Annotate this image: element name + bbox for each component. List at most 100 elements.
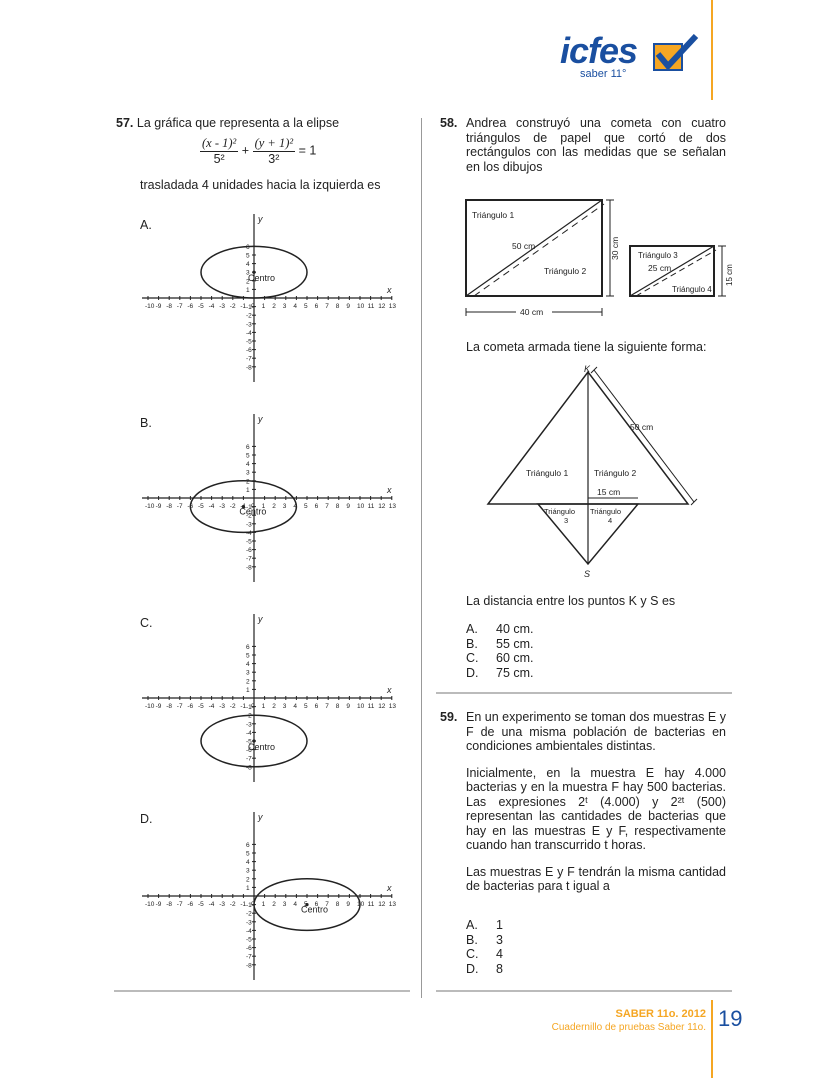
y-tick-label: -3 [246,521,252,528]
x-tick-label: 11 [368,901,375,908]
y-tick-label: 6 [246,444,250,451]
y-tick-label: 5 [246,851,250,858]
big-width-label: 40 cm [520,307,543,317]
fraction-left: (x - 1)² 5² [200,136,239,166]
y-axis-label: y [257,812,263,822]
q59-option-b[interactable]: B. 3 [466,933,503,948]
x-tick-label: 7 [325,703,329,710]
x-tick-label: 4 [293,703,297,710]
page-number: 19 [718,1006,743,1031]
q58-block: 58. Andrea construyó una cometa con cuat… [440,116,726,174]
q58-option-c[interactable]: C. 60 cm. [466,651,534,666]
q59-option-c[interactable]: C.4 [466,947,503,962]
x-tick-label: 12 [378,503,386,510]
x-tick-label: -5 [198,303,204,310]
q57-option-c-label[interactable]: C. [140,616,153,630]
center-label: Centro [248,273,275,283]
x-tick-label: 13 [389,503,397,510]
q58-option-b[interactable]: B.55 cm. [466,637,534,652]
ellipse [189,480,298,534]
logo-tagline: saber 11° [580,68,627,80]
y-tick-label: 5 [246,453,250,460]
bottom-rule-right [436,990,732,992]
option-letter: D. [466,665,479,680]
q58-option-d[interactable]: D.75 cm. [466,666,534,681]
x-tick-label: -9 [156,503,162,510]
fraction-left-den: 5² [213,151,225,166]
x-tick-label: -9 [156,703,162,710]
x-tick-label: -2 [230,703,236,710]
x-tick-label: -8 [166,503,172,510]
y-tick-label: -2 [246,911,252,918]
y-tick-label: -3 [246,721,252,728]
footer-title: SABER 11o. 2012 [615,1008,707,1020]
kite-mid-label: 15 cm [597,487,620,497]
diagonal-dim-line [473,203,605,297]
y-tick-label: -4 [246,330,252,337]
q58-text: Andrea construyó una cometa con cuatro t… [466,116,726,174]
center-point [252,270,256,274]
q57-option-a-plot: -10-9-8-7-6-5-4-3-2-1012345678910111213-… [142,214,396,382]
x-axis-label: x [386,883,392,893]
center-point [305,903,309,907]
y-tick-label: -7 [246,556,252,563]
y-tick-label: 3 [246,470,250,477]
header-rule [711,0,713,100]
x-tick-label: -7 [177,703,183,710]
y-tick-label: 6 [246,842,250,849]
x-tick-label: -10 [145,703,155,710]
x-tick-label: -4 [209,303,215,310]
y-axis-label: y [257,214,263,224]
y-tick-label: 6 [246,644,250,651]
q57-option-a-label[interactable]: A. [140,218,152,232]
x-tick-label: 2 [272,703,276,710]
option-text: 60 cm. [496,651,534,665]
option-letter: B. [466,932,478,947]
big-rectangle-diagonal [465,199,603,297]
y-tick-label: 1 [246,487,250,494]
y-tick-label: -2 [246,313,252,320]
y-tick-label: -3 [246,321,252,328]
x-tick-label: 3 [283,703,287,710]
footer-rule [711,1000,713,1078]
q59-option-d[interactable]: D.8 [466,962,503,977]
plus-sign: + [241,143,250,158]
q57-intro-line: 57. La gráfica que representa a la elips… [116,116,416,131]
option-text: 1 [496,918,503,932]
y-tick-label: 2 [246,678,250,685]
kite-intro: La cometa armada tiene la siguiente form… [466,340,707,354]
x-tick-label: 4 [293,503,297,510]
big-rectangle [465,199,603,297]
x-tick-label: 13 [389,703,397,710]
x-tick-label: -9 [156,303,162,310]
kite-t2-label: Triángulo 2 [594,468,636,478]
q57-equation: (x - 1)² 5² + (y + 1)² 3² = 1 [200,136,316,166]
x-tick-label: 13 [389,901,397,908]
q57-option-d-label[interactable]: D. [140,812,153,826]
x-tick-label: -6 [187,703,193,710]
x-tick-label: -3 [219,703,225,710]
x-tick-label: 12 [378,901,386,908]
q57-option-b-label[interactable]: B. [140,416,152,430]
option-text: 4 [496,947,503,961]
x-tick-label: 11 [368,303,375,310]
q59-paragraph-2: Inicialmente, en la muestra E hay 4.000 … [466,765,726,853]
y-tick-label: -8 [246,564,252,571]
x-tick-label: -5 [198,901,204,908]
kite-side-dim [593,369,695,503]
center-label: Centro [248,742,275,752]
q57-number: 57. [116,116,134,130]
option-letter: C. [466,651,479,665]
x-tick-label: 8 [336,503,340,510]
x-tick-label: 5 [304,503,308,510]
q59-option-a[interactable]: A.1 [466,918,503,933]
x-tick-label: -3 [219,901,225,908]
x-tick-label: -9 [156,901,162,908]
q58-option-a[interactable]: A.40 cm. [466,622,534,637]
x-tick-label: 10 [357,503,365,510]
y-tick-label: 5 [246,253,250,260]
q58-rectangles-figure: Triángulo 1 Triángulo 2 50 cm 30 cm 40 c… [465,199,734,318]
kite-figure: K S 50 cm Triángulo 1 Triángulo 2 15 cm … [486,364,698,579]
big-height-label: 30 cm [610,237,620,260]
option-text: 3 [496,932,503,947]
